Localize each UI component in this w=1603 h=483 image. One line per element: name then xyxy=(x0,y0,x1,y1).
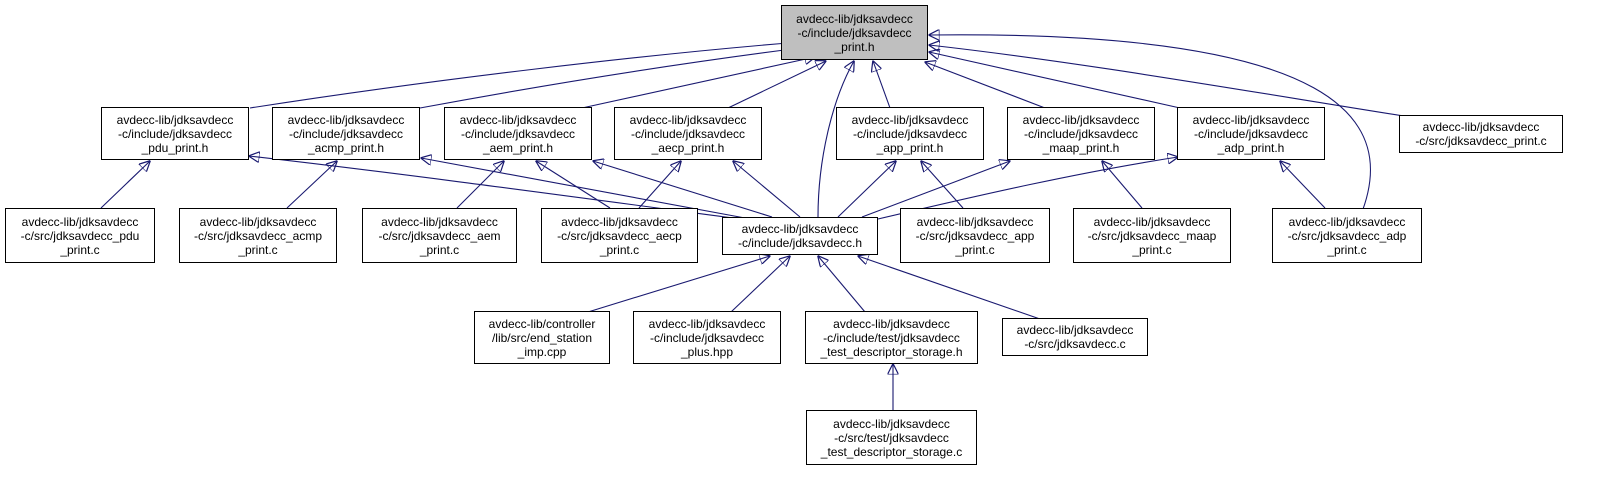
edge-acmp_print_h-to-print_h xyxy=(419,48,800,109)
edge-adp_print_c-to-print_h xyxy=(929,35,1372,218)
edge-aem_print_c-to-aem_print_h xyxy=(456,161,504,209)
node-app-print-h[interactable]: avdecc-lib/jdksavdecc -c/include/jdksavd… xyxy=(836,107,984,160)
edge-jdksavdecc_h-to-app_print_h xyxy=(837,161,896,218)
node-app-print-c[interactable]: avdecc-lib/jdksavdecc -c/src/jdksavdecc_… xyxy=(900,208,1050,263)
node-jdksavdecc-h[interactable]: avdecc-lib/jdksavdecc -c/include/jdksavd… xyxy=(722,217,878,255)
node-acmp-print-c[interactable]: avdecc-lib/jdksavdecc -c/src/jdksavdecc_… xyxy=(179,208,337,263)
node-test-storage-c[interactable]: avdecc-lib/jdksavdecc -c/src/test/jdksav… xyxy=(806,410,977,465)
edge-test_storage_h-to-jdksavdecc_h xyxy=(818,256,866,313)
node-aem-print-c[interactable]: avdecc-lib/jdksavdecc -c/src/jdksavdecc_… xyxy=(362,208,517,263)
node-aecp-print-c[interactable]: avdecc-lib/jdksavdecc -c/src/jdksavdecc_… xyxy=(541,208,698,263)
node-pdu-print-c[interactable]: avdecc-lib/jdksavdecc -c/src/jdksavdecc_… xyxy=(5,208,155,263)
node-adp-print-c[interactable]: avdecc-lib/jdksavdecc -c/src/jdksavdecc_… xyxy=(1272,208,1422,263)
edge-end_station_imp-to-jdksavdecc_h xyxy=(587,256,770,313)
edge-jdksavdecc_h-to-maap_print_h xyxy=(861,161,1010,218)
edge-print_c-to-print_h xyxy=(929,45,1411,118)
node-maap-print-h[interactable]: avdecc-lib/jdksavdecc -c/include/jdksavd… xyxy=(1007,107,1155,160)
node-test-storage-h[interactable]: avdecc-lib/jdksavdecc -c/include/test/jd… xyxy=(805,311,978,364)
edge-app_print_h-to-print_h xyxy=(873,61,891,109)
edge-acmp_print_c-to-acmp_print_h xyxy=(286,161,337,209)
node-plus-hpp[interactable]: avdecc-lib/jdksavdecc -c/include/jdksavd… xyxy=(633,311,781,364)
edge-adp_print_h-to-print_h xyxy=(929,52,1181,109)
node-aecp-print-h[interactable]: avdecc-lib/jdksavdecc -c/include/jdksavd… xyxy=(614,107,762,160)
edge-app_print_c-to-app_print_h xyxy=(921,161,964,209)
edge-jdksavdecc_h-to-aecp_print_h xyxy=(733,161,801,218)
node-acmp-print-h[interactable]: avdecc-lib/jdksavdecc -c/include/jdksavd… xyxy=(272,107,420,160)
node-print-h: avdecc-lib/jdksavdecc -c/include/jdksavd… xyxy=(781,5,928,60)
node-end-station-imp[interactable]: avdecc-lib/controller /lib/src/end_stati… xyxy=(474,311,610,364)
node-print-c[interactable]: avdecc-lib/jdksavdecc -c/src/jdksavdecc_… xyxy=(1399,115,1563,153)
edge-adp_print_c-to-adp_print_h xyxy=(1280,161,1326,209)
edge-maap_print_c-to-maap_print_h xyxy=(1102,161,1143,209)
node-pdu-print-h[interactable]: avdecc-lib/jdksavdecc -c/include/jdksavd… xyxy=(101,107,249,160)
edge-pdu_print_c-to-pdu_print_h xyxy=(100,161,150,209)
edge-plus_hpp-to-jdksavdecc_h xyxy=(730,256,790,313)
edge-aem_print_h-to-print_h xyxy=(581,57,815,109)
edge-pdu_print_h-to-print_h xyxy=(249,42,800,109)
edge-maap_print_h-to-print_h xyxy=(925,62,1046,109)
edge-jdksavdecc_h-to-print_h xyxy=(817,61,854,218)
node-jdksavdecc-c[interactable]: avdecc-lib/jdksavdecc -c/src/jdksavdecc.… xyxy=(1002,318,1148,356)
edge-jdksavdecc_h-to-aem_print_h xyxy=(593,161,773,218)
node-aem-print-h[interactable]: avdecc-lib/jdksavdecc -c/include/jdksavd… xyxy=(444,107,592,160)
node-adp-print-h[interactable]: avdecc-lib/jdksavdecc -c/include/jdksavd… xyxy=(1177,107,1325,160)
edge-aecp_print_c-to-aecp_print_h xyxy=(638,161,681,209)
node-maap-print-c[interactable]: avdecc-lib/jdksavdecc -c/src/jdksavdecc_… xyxy=(1073,208,1231,263)
edge-aecp_print_h-to-print_h xyxy=(727,61,826,109)
edge-aecp_print_c-to-aem_print_h xyxy=(536,161,611,209)
edge-jdksavdecc_c-to-jdksavdecc_h xyxy=(858,256,1041,320)
